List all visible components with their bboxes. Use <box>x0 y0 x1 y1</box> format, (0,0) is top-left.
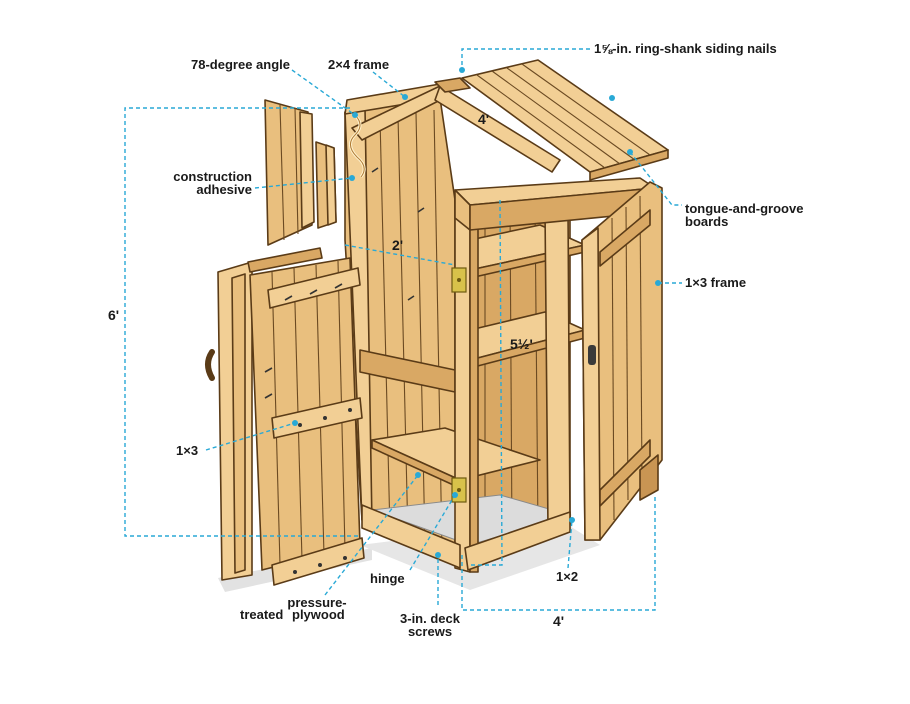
label-siding-nails: 1⅝-in. ring-shank siding nails <box>594 41 777 56</box>
right-door-top-rail <box>599 209 651 267</box>
bottom-side-rail <box>361 504 461 569</box>
label-adhesive: adhesive <box>196 182 252 197</box>
label-1x2: 1×2 <box>556 569 579 584</box>
leader-hinge <box>409 494 456 571</box>
bottom-front-rail <box>464 511 571 571</box>
dimension-top: 4' <box>478 111 490 127</box>
door-middle-rail <box>271 397 363 439</box>
door-handle <box>205 349 215 381</box>
front-left-post <box>454 199 471 573</box>
front-right-post <box>544 207 571 531</box>
leader-plywood <box>324 474 419 596</box>
label-pressure: pressure- <box>287 595 347 610</box>
dimension-height: 6' <box>108 307 120 323</box>
exploded-siding <box>264 99 337 246</box>
dimension-depth: 2' <box>392 237 404 253</box>
rafter-right <box>434 85 561 173</box>
label-angle: 78-degree angle <box>191 57 290 72</box>
label-deck-screws: 3-in. deck <box>400 611 460 626</box>
dimension-width: 4' <box>553 613 565 629</box>
dimension-shelf: 5½' <box>510 336 533 352</box>
ridge-block <box>434 77 471 93</box>
label-1x3: 1×3 <box>176 443 199 458</box>
leader-tongue <box>629 151 682 206</box>
roof <box>461 59 669 181</box>
leader-1x3 <box>205 422 296 451</box>
label-tongue-groove-boards: boards <box>685 214 729 229</box>
roof-surface <box>461 59 669 173</box>
roof-edge <box>589 149 669 181</box>
siding-board-small-edge <box>325 144 337 226</box>
label-1x3-frame: 1×3 frame <box>685 275 747 290</box>
right-leg <box>639 454 659 501</box>
label-deck-screws-2: screws <box>407 624 453 639</box>
door-top-rail <box>267 267 361 309</box>
dim-depth-line <box>344 244 456 266</box>
dim-height-line <box>124 107 360 537</box>
leader-adhesive <box>254 177 353 189</box>
label-hinge: hinge <box>370 571 405 586</box>
door-top-cap <box>247 247 323 273</box>
leader-nails <box>461 48 590 70</box>
siding-board-edge <box>299 111 315 229</box>
right-door-bottom-rail <box>599 439 651 507</box>
door-frame-stile-inner <box>231 273 246 574</box>
left-door <box>205 247 365 586</box>
right-door <box>581 181 663 541</box>
label-2x4-frame: 2×4 frame <box>328 57 390 72</box>
right-door-edge <box>581 227 601 541</box>
label-construction: construction <box>173 169 252 184</box>
leader-angle <box>291 69 356 116</box>
front-left-post-side <box>469 199 479 573</box>
dim-shelf-line <box>470 199 503 566</box>
label-plywood: plywood <box>292 607 345 622</box>
leader-1x2 <box>567 519 573 569</box>
label-treated: treated <box>240 607 284 622</box>
leaders <box>124 48 682 611</box>
label-tongue-groove: tongue-and-groove <box>685 201 804 216</box>
door-latch <box>588 345 596 365</box>
